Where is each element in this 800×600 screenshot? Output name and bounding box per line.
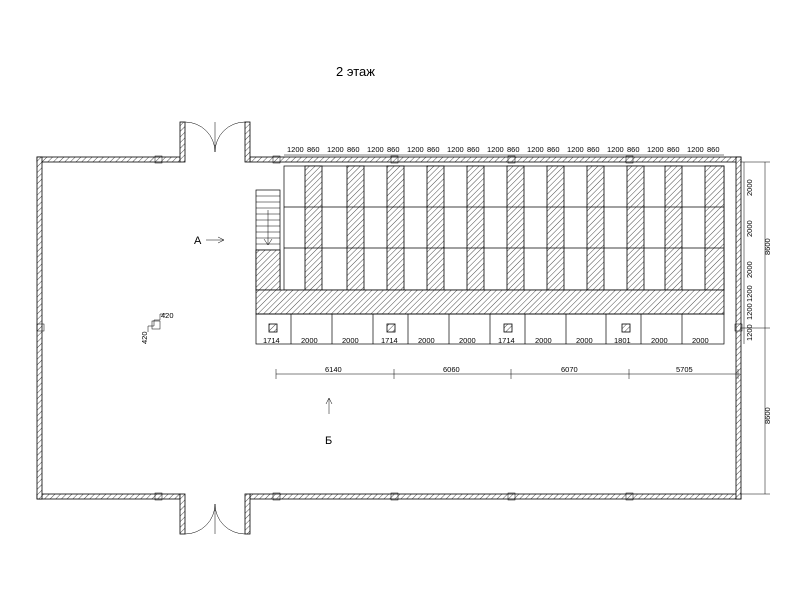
- rack-block: [255, 165, 725, 315]
- svg-text:1200: 1200: [407, 145, 424, 154]
- top-dimensions: 1200 860 1200 860 1200 860 1200 860 1200…: [287, 145, 720, 154]
- svg-text:8600: 8600: [763, 407, 772, 424]
- floor-title: 2 этаж: [336, 64, 375, 79]
- svg-text:2000: 2000: [745, 220, 754, 237]
- door-jamb-bottom-left: [179, 493, 186, 535]
- wall-left: [36, 156, 43, 500]
- svg-text:5705: 5705: [676, 365, 693, 374]
- svg-text:2000: 2000: [418, 336, 435, 345]
- right-dimension-lines: [740, 161, 770, 495]
- corridor-band: [255, 289, 725, 315]
- door-bottom: [184, 503, 246, 535]
- svg-text:1200: 1200: [607, 145, 624, 154]
- svg-text:860: 860: [707, 145, 720, 154]
- svg-text:860: 860: [587, 145, 600, 154]
- door-jamb-top-left: [179, 121, 186, 163]
- svg-text:860: 860: [547, 145, 560, 154]
- svg-text:1200: 1200: [287, 145, 304, 154]
- wall-top-left: [36, 156, 181, 163]
- svg-text:860: 860: [307, 145, 320, 154]
- svg-text:1200: 1200: [745, 324, 754, 341]
- wall-top-right: [249, 156, 742, 163]
- outer-walls: [36, 121, 742, 535]
- svg-text:2000: 2000: [301, 336, 318, 345]
- svg-text:2000: 2000: [745, 261, 754, 278]
- svg-text:860: 860: [467, 145, 480, 154]
- staircase: [255, 189, 281, 291]
- svg-text:2000: 2000: [576, 336, 593, 345]
- svg-text:860: 860: [507, 145, 520, 154]
- svg-text:6140: 6140: [325, 365, 342, 374]
- span-dimension-line: [275, 369, 740, 379]
- svg-text:1200: 1200: [745, 303, 754, 320]
- svg-text:420: 420: [140, 331, 149, 344]
- svg-text:1200: 1200: [367, 145, 384, 154]
- svg-text:2000: 2000: [459, 336, 476, 345]
- door-jamb-top-right: [244, 121, 251, 163]
- svg-text:Б: Б: [325, 435, 332, 447]
- svg-text:420: 420: [161, 311, 174, 320]
- svg-text:2000: 2000: [745, 179, 754, 196]
- svg-text:860: 860: [427, 145, 440, 154]
- door-jamb-bottom-right: [244, 493, 251, 535]
- wall-bottom-right: [249, 493, 742, 500]
- svg-text:2000: 2000: [342, 336, 359, 345]
- svg-text:860: 860: [667, 145, 680, 154]
- svg-text:1200: 1200: [447, 145, 464, 154]
- wall-columns: [36, 155, 743, 501]
- svg-text:2000: 2000: [692, 336, 709, 345]
- svg-text:8600: 8600: [763, 238, 772, 255]
- bottom-rooms: [255, 313, 725, 345]
- small-detail-marker: 420 420: [140, 311, 174, 344]
- svg-text:1200: 1200: [647, 145, 664, 154]
- svg-text:1200: 1200: [527, 145, 544, 154]
- svg-text:6060: 6060: [443, 365, 460, 374]
- svg-text:1801: 1801: [614, 336, 631, 345]
- svg-text:1200: 1200: [567, 145, 584, 154]
- wall-bottom-left: [36, 493, 181, 500]
- svg-text:1714: 1714: [498, 336, 515, 345]
- bottom-row-dimensions: 1714 2000 2000 1714 2000 2000 1714 2000 …: [263, 336, 709, 345]
- door-top: [184, 121, 246, 153]
- svg-text:1714: 1714: [263, 336, 280, 345]
- section-marker-a: А: [194, 235, 225, 247]
- section-marker-b: Б: [325, 397, 333, 447]
- svg-text:2000: 2000: [651, 336, 668, 345]
- svg-text:2000: 2000: [535, 336, 552, 345]
- svg-text:860: 860: [627, 145, 640, 154]
- svg-text:1200: 1200: [745, 285, 754, 302]
- svg-text:1200: 1200: [687, 145, 704, 154]
- svg-text:1714: 1714: [381, 336, 398, 345]
- svg-text:1200: 1200: [487, 145, 504, 154]
- svg-text:1200: 1200: [327, 145, 344, 154]
- svg-text:860: 860: [387, 145, 400, 154]
- svg-text:6070: 6070: [561, 365, 578, 374]
- svg-text:860: 860: [347, 145, 360, 154]
- svg-text:А: А: [194, 235, 202, 247]
- span-dimensions: 6140 6060 6070 5705: [325, 365, 693, 374]
- right-dimensions: 2000 2000 2000 1200 1200 1200 8600 8600: [745, 179, 772, 424]
